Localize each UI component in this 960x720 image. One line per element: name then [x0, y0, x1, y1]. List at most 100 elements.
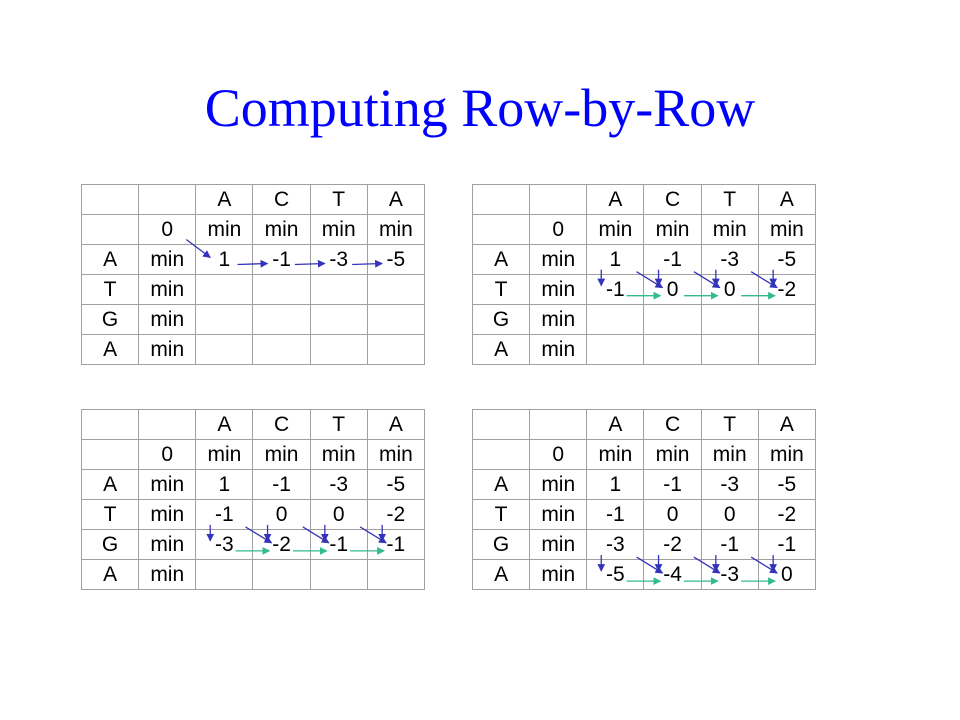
table-cell: A	[471, 559, 531, 590]
table-cell: min	[195, 214, 254, 245]
table-cell: 0	[757, 559, 817, 590]
table-cell: -2	[757, 274, 817, 305]
table-cell: C	[252, 409, 311, 440]
table-cell	[195, 559, 254, 590]
table-cell: -5	[586, 559, 645, 590]
table-cell: A	[586, 409, 645, 440]
table-cell: -5	[757, 469, 817, 500]
table-cell	[309, 274, 368, 305]
table-cell: min	[529, 244, 588, 275]
table-cell: 0	[252, 499, 311, 530]
table-cell: T	[471, 274, 531, 305]
table-cell: A	[586, 184, 645, 215]
table-cell	[471, 409, 531, 440]
table-cell	[309, 304, 368, 335]
table-cell: 0	[643, 274, 702, 305]
table-cell: min	[138, 499, 197, 530]
table-cell: -4	[643, 559, 702, 590]
slide-title: Computing Row-by-Row	[204, 78, 756, 138]
table-cell: -1	[195, 499, 254, 530]
table-cell: min	[529, 274, 588, 305]
table-cell: min	[366, 214, 426, 245]
table-cell: -3	[700, 559, 759, 590]
table-cell: -5	[757, 244, 817, 275]
table-cell: G	[80, 304, 140, 335]
table-cell: min	[700, 439, 759, 470]
table-cell	[138, 409, 197, 440]
table-cell	[529, 184, 588, 215]
table-cell: min	[138, 334, 197, 365]
table-cell: -3	[586, 529, 645, 560]
table-cell: -1	[643, 244, 702, 275]
table-cell: min	[529, 499, 588, 530]
table-cell: 0	[643, 499, 702, 530]
table-cell: -5	[366, 244, 426, 275]
table-cell: min	[643, 439, 702, 470]
table-cell: min	[309, 214, 368, 245]
table-cell	[252, 304, 311, 335]
table-cell: C	[643, 409, 702, 440]
table-cell: 1	[586, 469, 645, 500]
table-cell: 0	[529, 214, 588, 245]
table-cell: A	[195, 184, 254, 215]
table-cell: min	[309, 439, 368, 470]
table-cell	[138, 184, 197, 215]
table-cell: min	[366, 439, 426, 470]
table-cell	[195, 274, 254, 305]
table-cell: -3	[700, 469, 759, 500]
table-cell: min	[643, 214, 702, 245]
table-cell: min	[529, 469, 588, 500]
table-cell: min	[757, 439, 817, 470]
table-cell: 0	[309, 499, 368, 530]
table-cell	[529, 409, 588, 440]
table-cell: min	[529, 529, 588, 560]
table-cell: -3	[309, 244, 368, 275]
table-cell	[80, 214, 140, 245]
table-cell: C	[252, 184, 311, 215]
table-cell: T	[700, 184, 759, 215]
table-cell	[252, 559, 311, 590]
table-cell	[80, 184, 140, 215]
table-cell: 1	[195, 244, 254, 275]
table-cell: A	[80, 559, 140, 590]
table-cell: min	[529, 334, 588, 365]
table-cell: G	[80, 529, 140, 560]
table-cell	[80, 409, 140, 440]
table-cell: -2	[643, 529, 702, 560]
table-cell: -3	[195, 529, 254, 560]
table-cell: A	[471, 244, 531, 275]
table-cell: G	[471, 304, 531, 335]
table-cell	[195, 304, 254, 335]
table-cell: -2	[366, 499, 426, 530]
table-cell: -5	[366, 469, 426, 500]
table-cell: -1	[700, 529, 759, 560]
table-cell: -3	[700, 244, 759, 275]
table-cell: min	[529, 559, 588, 590]
table-cell: 0	[700, 274, 759, 305]
table-cell: A	[195, 409, 254, 440]
table-cell: A	[471, 469, 531, 500]
table-cell: min	[586, 439, 645, 470]
table-cell: -1	[309, 529, 368, 560]
table-cell	[252, 274, 311, 305]
table-cell	[586, 334, 645, 365]
table-cell: -1	[586, 274, 645, 305]
